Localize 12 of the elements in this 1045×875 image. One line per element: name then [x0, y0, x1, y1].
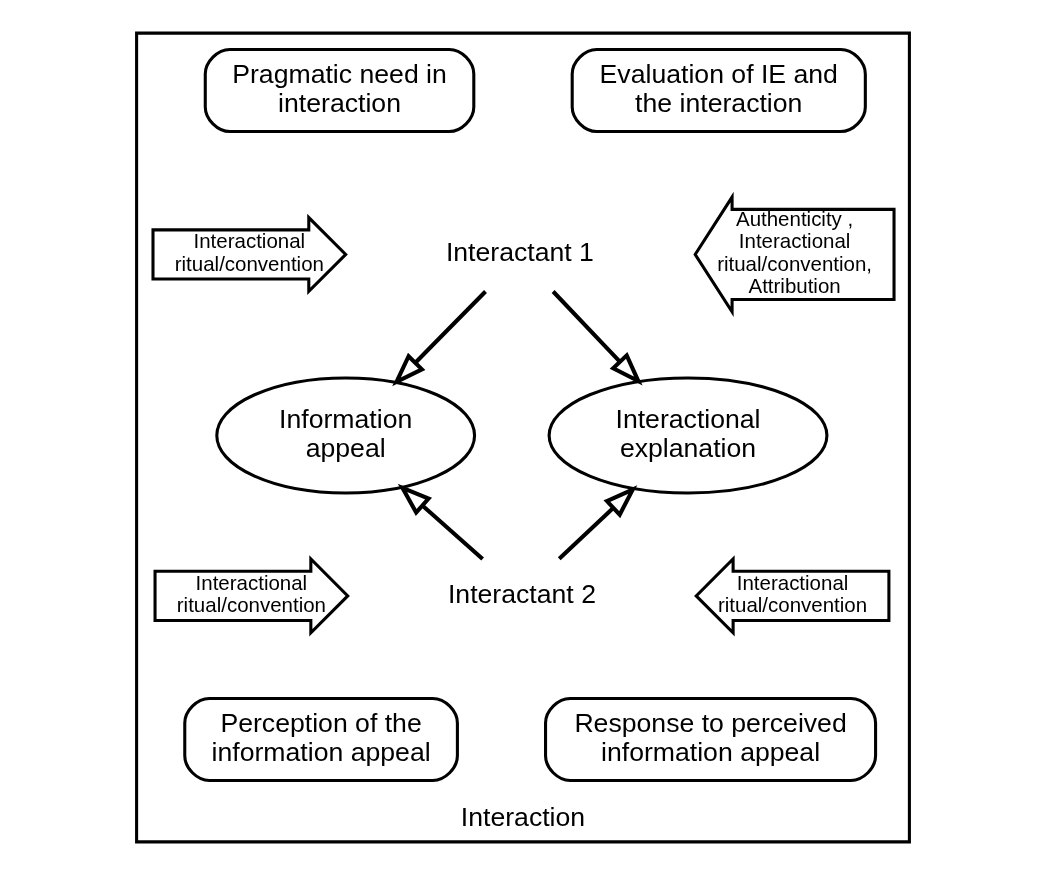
node-text: Interactant 1 — [445, 237, 594, 268]
node-text: Interactant 2 — [447, 578, 596, 609]
arrow — [397, 483, 484, 561]
node-box: Pragmatic need in interaction — [203, 47, 475, 133]
node-box: Evaluation of IE and the interaction — [570, 47, 867, 133]
node-ellipse: Information appeal — [214, 376, 476, 495]
node-box: Response to perceived information appeal — [543, 696, 877, 782]
node-box: Perception of the information appeal — [182, 696, 459, 782]
arrow — [557, 485, 637, 561]
arrow — [391, 290, 487, 387]
arrow — [551, 290, 643, 386]
node-ellipse: Interactional explanation — [547, 376, 828, 495]
